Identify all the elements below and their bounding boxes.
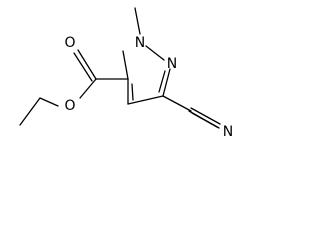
atom-nitrile-n: N	[223, 124, 233, 140]
bond-carbonyl-o-a	[77, 49, 97, 80]
bond-c3-cn	[162, 95, 192, 112]
chemical-structure-diagram: N N O O N	[19, 7, 233, 140]
bond-n1-methyl	[134, 7, 141, 35]
bond-n2-c3	[162, 68, 171, 97]
bond-carbonyl-o-b	[73, 52, 93, 82]
atom-ring-n1: N	[135, 35, 145, 51]
bond-carbonyl-ester-o	[79, 78, 97, 99]
bond-ester-o-ch2	[39, 97, 59, 107]
atom-ester-o: O	[64, 98, 75, 114]
bond-c4-c5-inner	[131, 83, 134, 101]
atom-carbonyl-o: O	[64, 35, 75, 51]
bond-ch2-ch3	[19, 97, 41, 126]
atom-ring-n2: N	[167, 56, 177, 72]
bond-n1-c5	[122, 50, 129, 80]
bond-c3-c4	[127, 95, 164, 105]
bond-triple-a	[190, 107, 221, 125]
bond-n2-c3-inner	[158, 70, 166, 93]
bond-n1-n2	[145, 45, 165, 61]
bond-triple-c	[188, 110, 218, 128]
